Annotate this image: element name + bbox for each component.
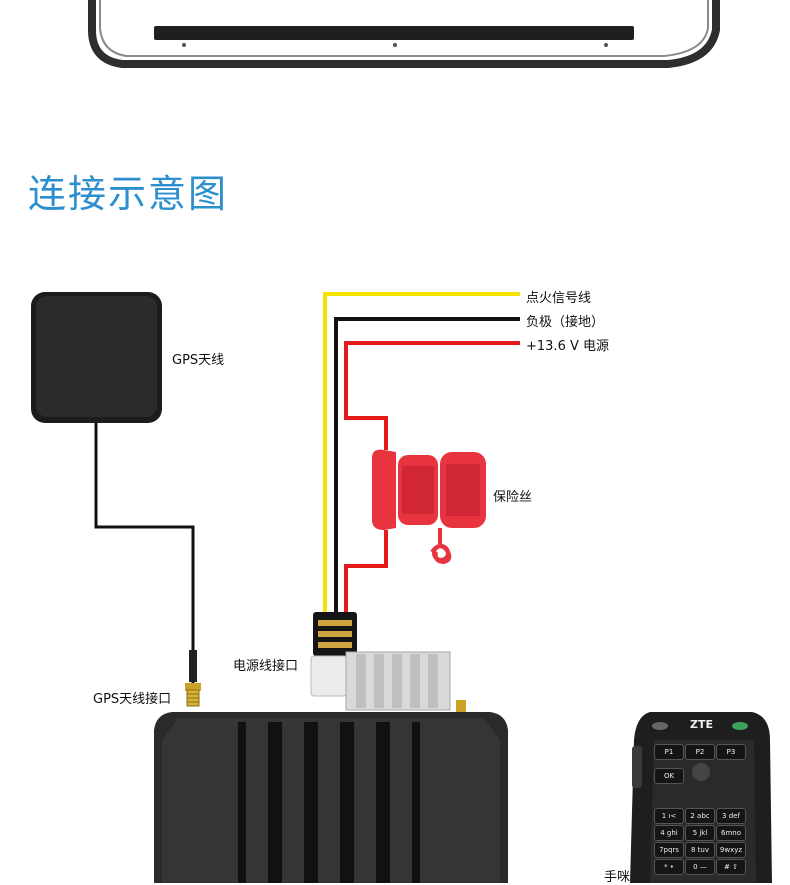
label-power-wire: +13.6 V 电源: [526, 339, 609, 354]
gps-sma-connector: [185, 650, 201, 707]
handset-key[interactable]: P1: [654, 744, 684, 760]
handset-key[interactable]: OK: [654, 768, 684, 784]
handset-key[interactable]: # ⇧: [716, 859, 746, 875]
gps-cable: [94, 423, 195, 688]
handset-key[interactable]: 5 jkl: [685, 825, 715, 841]
handset-key[interactable]: 1 ı<: [654, 808, 684, 824]
section-title: 连接示意图: [28, 172, 229, 216]
handset-key[interactable]: 4 ghi: [654, 825, 684, 841]
handset-key[interactable]: 7pqrs: [654, 842, 684, 858]
label-handset: 手咪: [604, 870, 631, 885]
fuse-holder: [372, 449, 486, 565]
label-power-port: 电源线接口: [233, 659, 299, 674]
handset-key[interactable]: P2: [685, 744, 715, 760]
power-connector: [310, 612, 357, 697]
handset-key[interactable]: P3: [716, 744, 746, 760]
handset-key[interactable]: 3 def: [716, 808, 746, 824]
handset-key[interactable]: 8 tuv: [685, 842, 715, 858]
heatsink: [345, 651, 466, 714]
label-fuse: 保险丝: [493, 490, 533, 505]
power-wire: [344, 341, 520, 615]
handset-key[interactable]: * •: [654, 859, 684, 875]
label-ignition-wire: 点火信号线: [526, 291, 592, 306]
handset-key[interactable]: 6mno: [716, 825, 746, 841]
handset-brand: ZTE: [690, 718, 713, 731]
radio-device-body: [154, 712, 508, 883]
handset-key[interactable]: 0 —: [685, 859, 715, 875]
label-gps-port: GPS天线接口: [93, 692, 172, 707]
label-negative-wire: 负极（接地）: [526, 315, 605, 330]
gps-antenna: [31, 292, 162, 423]
label-gps-antenna: GPS天线: [172, 353, 225, 368]
negative-wire: [334, 317, 520, 615]
handset-key[interactable]: 2 abc: [685, 808, 715, 824]
handset-key[interactable]: 9wxyz: [716, 842, 746, 858]
device-frame-top: [88, 0, 720, 68]
ignition-wire: [323, 292, 520, 615]
